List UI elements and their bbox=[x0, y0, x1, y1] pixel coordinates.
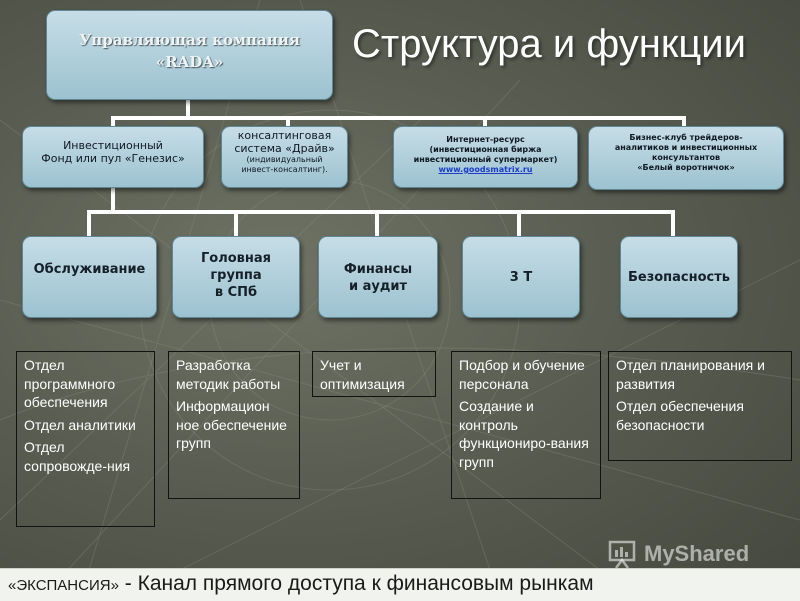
slide-title: Структура и функции bbox=[352, 22, 746, 66]
desc-item: Создание и контроль функциониро-вания гр… bbox=[459, 398, 589, 470]
node-label: инвестиционный супермаркет) bbox=[413, 155, 558, 164]
goodsmatrix-link[interactable]: www.goodsmatrix.ru bbox=[438, 165, 533, 174]
desc-item: Отдел аналитики bbox=[24, 416, 136, 433]
node-label: 3 Т bbox=[509, 270, 533, 285]
node-internet-resource: Интернет-ресурс (инвестиционная биржа ин… bbox=[393, 126, 578, 188]
desc-service: Отдел программного обеспечения Отдел ана… bbox=[16, 351, 155, 527]
footer-separator: - bbox=[118, 572, 138, 595]
desc-item: Отдел сопровожде-ния bbox=[24, 439, 131, 474]
node-label: (инвестиционная биржа bbox=[429, 145, 542, 154]
footer-text: «ЭКСПАНСИЯ» - Канал прямого доступа к фи… bbox=[8, 572, 594, 596]
node-security: Безопасность bbox=[620, 236, 738, 318]
footer-brand: «ЭКСПАНСИЯ» bbox=[8, 577, 119, 594]
myshared-watermark: MyShared bbox=[606, 538, 776, 570]
desc-item: Отдел обеспечения безопасности bbox=[616, 398, 744, 433]
desc-item: Отдел планирования и развития bbox=[616, 357, 765, 392]
watermark-text: MyShared bbox=[644, 541, 750, 566]
node-label: Фонд или пул «Генезис» bbox=[41, 152, 185, 165]
desc-item: Подбор и обучение персонала bbox=[459, 357, 585, 392]
node-label: консультантов bbox=[651, 153, 721, 162]
footer-tagline: Канал прямого доступа к финансовым рынка… bbox=[137, 572, 594, 595]
node-label: консалтинговая bbox=[237, 129, 332, 142]
node-label: Головная bbox=[201, 251, 271, 266]
node-label: Бизнес-клуб трейдеров- bbox=[629, 133, 743, 142]
node-label: Финансы bbox=[343, 262, 413, 277]
node-label: Обслуживание bbox=[33, 262, 146, 277]
desc-item: Отдел программного обеспечения bbox=[24, 357, 116, 410]
node-finance-audit: Финансы и аудит bbox=[318, 236, 438, 318]
node-note: (индивидуальный bbox=[246, 155, 323, 164]
node-head-group-spb: Головная группа в СПб bbox=[172, 236, 300, 318]
node-label: аналитиков и инвестиционных bbox=[614, 143, 758, 152]
node-service: Обслуживание bbox=[22, 236, 157, 318]
node-business-club: Бизнес-клуб трейдеров- аналитиков и инве… bbox=[588, 126, 784, 190]
node-label: Интернет-ресурс bbox=[446, 135, 525, 144]
node-3t: 3 Т bbox=[462, 236, 580, 318]
management-company-node: Управляющая компания «RADA» bbox=[46, 10, 333, 100]
desc-3t: Подбор и обучение персонала Создание и к… bbox=[451, 351, 601, 499]
management-company-name: Управляющая компания bbox=[79, 31, 300, 49]
desc-item: Учет и оптимизация bbox=[320, 357, 405, 392]
presentation-icon bbox=[608, 540, 636, 569]
node-label: группа bbox=[210, 268, 262, 283]
node-label: «Белый воротничок» bbox=[637, 163, 735, 172]
desc-head-group: Разработка методик работы Информацион но… bbox=[168, 351, 300, 499]
node-label: в СПб bbox=[214, 285, 258, 300]
footer-banner: «ЭКСПАНСИЯ» - Канал прямого доступа к фи… bbox=[0, 568, 800, 601]
node-label: система «Драйв» bbox=[234, 142, 335, 155]
node-label: Инвестиционный bbox=[63, 139, 163, 152]
node-consulting-system: консалтинговая система «Драйв» (индивиду… bbox=[221, 126, 348, 188]
desc-security: Отдел планирования и развития Отдел обес… bbox=[608, 351, 792, 461]
node-note: инвест-консалтинг). bbox=[241, 165, 328, 174]
node-label: и аудит bbox=[348, 279, 408, 294]
node-investment-fund: Инвестиционный Фонд или пул «Генезис» bbox=[22, 126, 204, 188]
desc-item: Разработка методик работы bbox=[176, 357, 281, 392]
desc-finance-audit: Учет и оптимизация bbox=[312, 351, 436, 397]
management-company-brand: «RADA» bbox=[155, 53, 224, 71]
node-label: Безопасность bbox=[627, 270, 731, 285]
desc-item: Информацион ное обеспечение групп bbox=[176, 398, 287, 451]
